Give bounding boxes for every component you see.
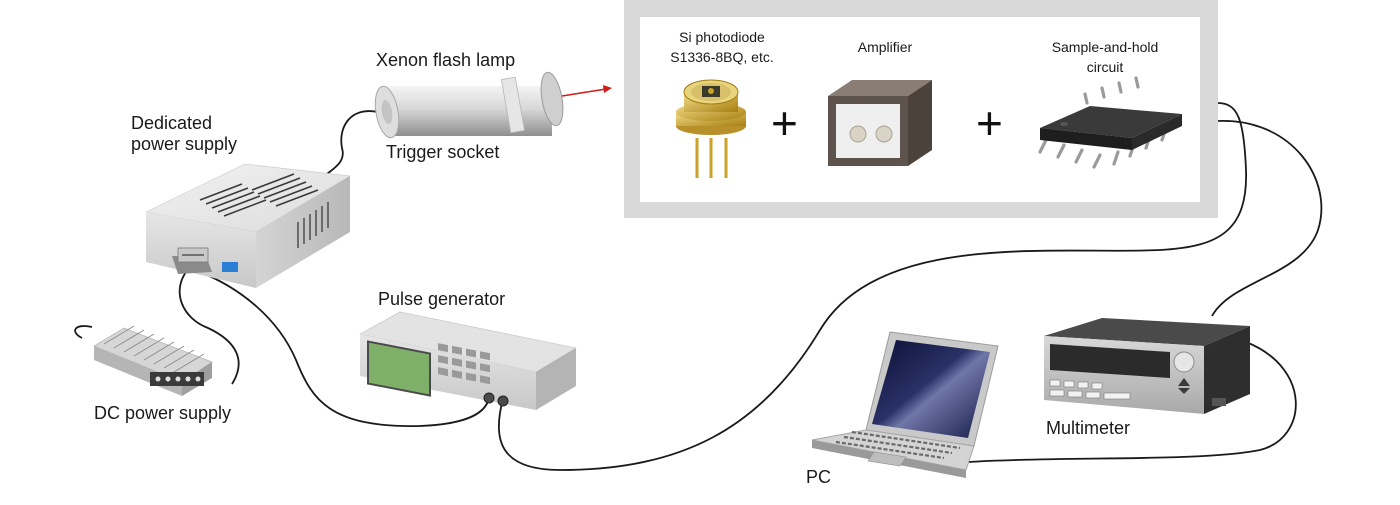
keypad: [438, 343, 490, 385]
dedicated-power-supply-icon: [145, 163, 351, 288]
dc-power-supply-icon: [93, 325, 213, 396]
pc-label: PC: [806, 467, 832, 487]
cable-pulse-generator-to-panel: [497, 102, 1247, 471]
keyboard: [835, 430, 961, 460]
multimeter-knob: [1173, 351, 1195, 373]
dedicated-power-label-line2: power supply: [131, 134, 238, 154]
photodiode-icon: [676, 79, 746, 178]
pc-laptop-icon: [811, 331, 999, 478]
cable-dedicated-supply-to-pulse-generator: [199, 271, 490, 427]
dedicated-power-label-line1: Dedicated: [131, 113, 213, 133]
sample-hold-label: Sample-and-hold circuit: [1030, 37, 1180, 77]
multimeter-label: Multimeter: [1046, 418, 1131, 438]
amplifier-label: Amplifier: [857, 39, 913, 55]
side-vents: [297, 202, 329, 248]
pulse-generator-label: Pulse generator: [378, 289, 506, 309]
photodiode-label-line2: S1336-8BQ, etc.: [670, 49, 774, 65]
cable-multimeter-to-pc: [967, 341, 1297, 463]
lcd-display: [367, 340, 431, 397]
photodiode-label-line1: Si photodiode: [679, 29, 765, 45]
sample-hold-label-line2: circuit: [1086, 59, 1124, 75]
dc-power-supply-label: DC power supply: [94, 403, 232, 423]
output-connector-2: [497, 395, 509, 407]
trigger-socket-label: Trigger socket: [386, 142, 500, 162]
connector: [172, 247, 212, 274]
sample-hold-label-line1: Sample-and-hold: [1051, 39, 1159, 55]
amplifier-icon: [828, 80, 932, 166]
power-indicator: [222, 262, 238, 272]
cables: [74, 102, 1323, 471]
output-connector-1: [483, 392, 495, 404]
cable-panel-to-multimeter: [1211, 120, 1323, 317]
multimeter-icon: [1044, 318, 1250, 414]
xenon-flash-lamp-icon: [374, 71, 564, 139]
sample-hold-ic-icon: [1038, 76, 1182, 169]
top-vents: [199, 173, 319, 217]
xenon-lamp-label: Xenon flash lamp: [376, 50, 516, 70]
plus-sign-1: +: [771, 97, 798, 149]
plus-sign-2: +: [976, 97, 1003, 149]
pulse-generator-icon: [359, 311, 577, 410]
cable-dc-to-dedicated-supply: [178, 271, 240, 385]
light-arrow: [561, 85, 612, 97]
photodiode-label: Si photodiode S1336-8BQ, etc.: [652, 27, 792, 67]
cable-dc-supply-input: [74, 325, 93, 339]
